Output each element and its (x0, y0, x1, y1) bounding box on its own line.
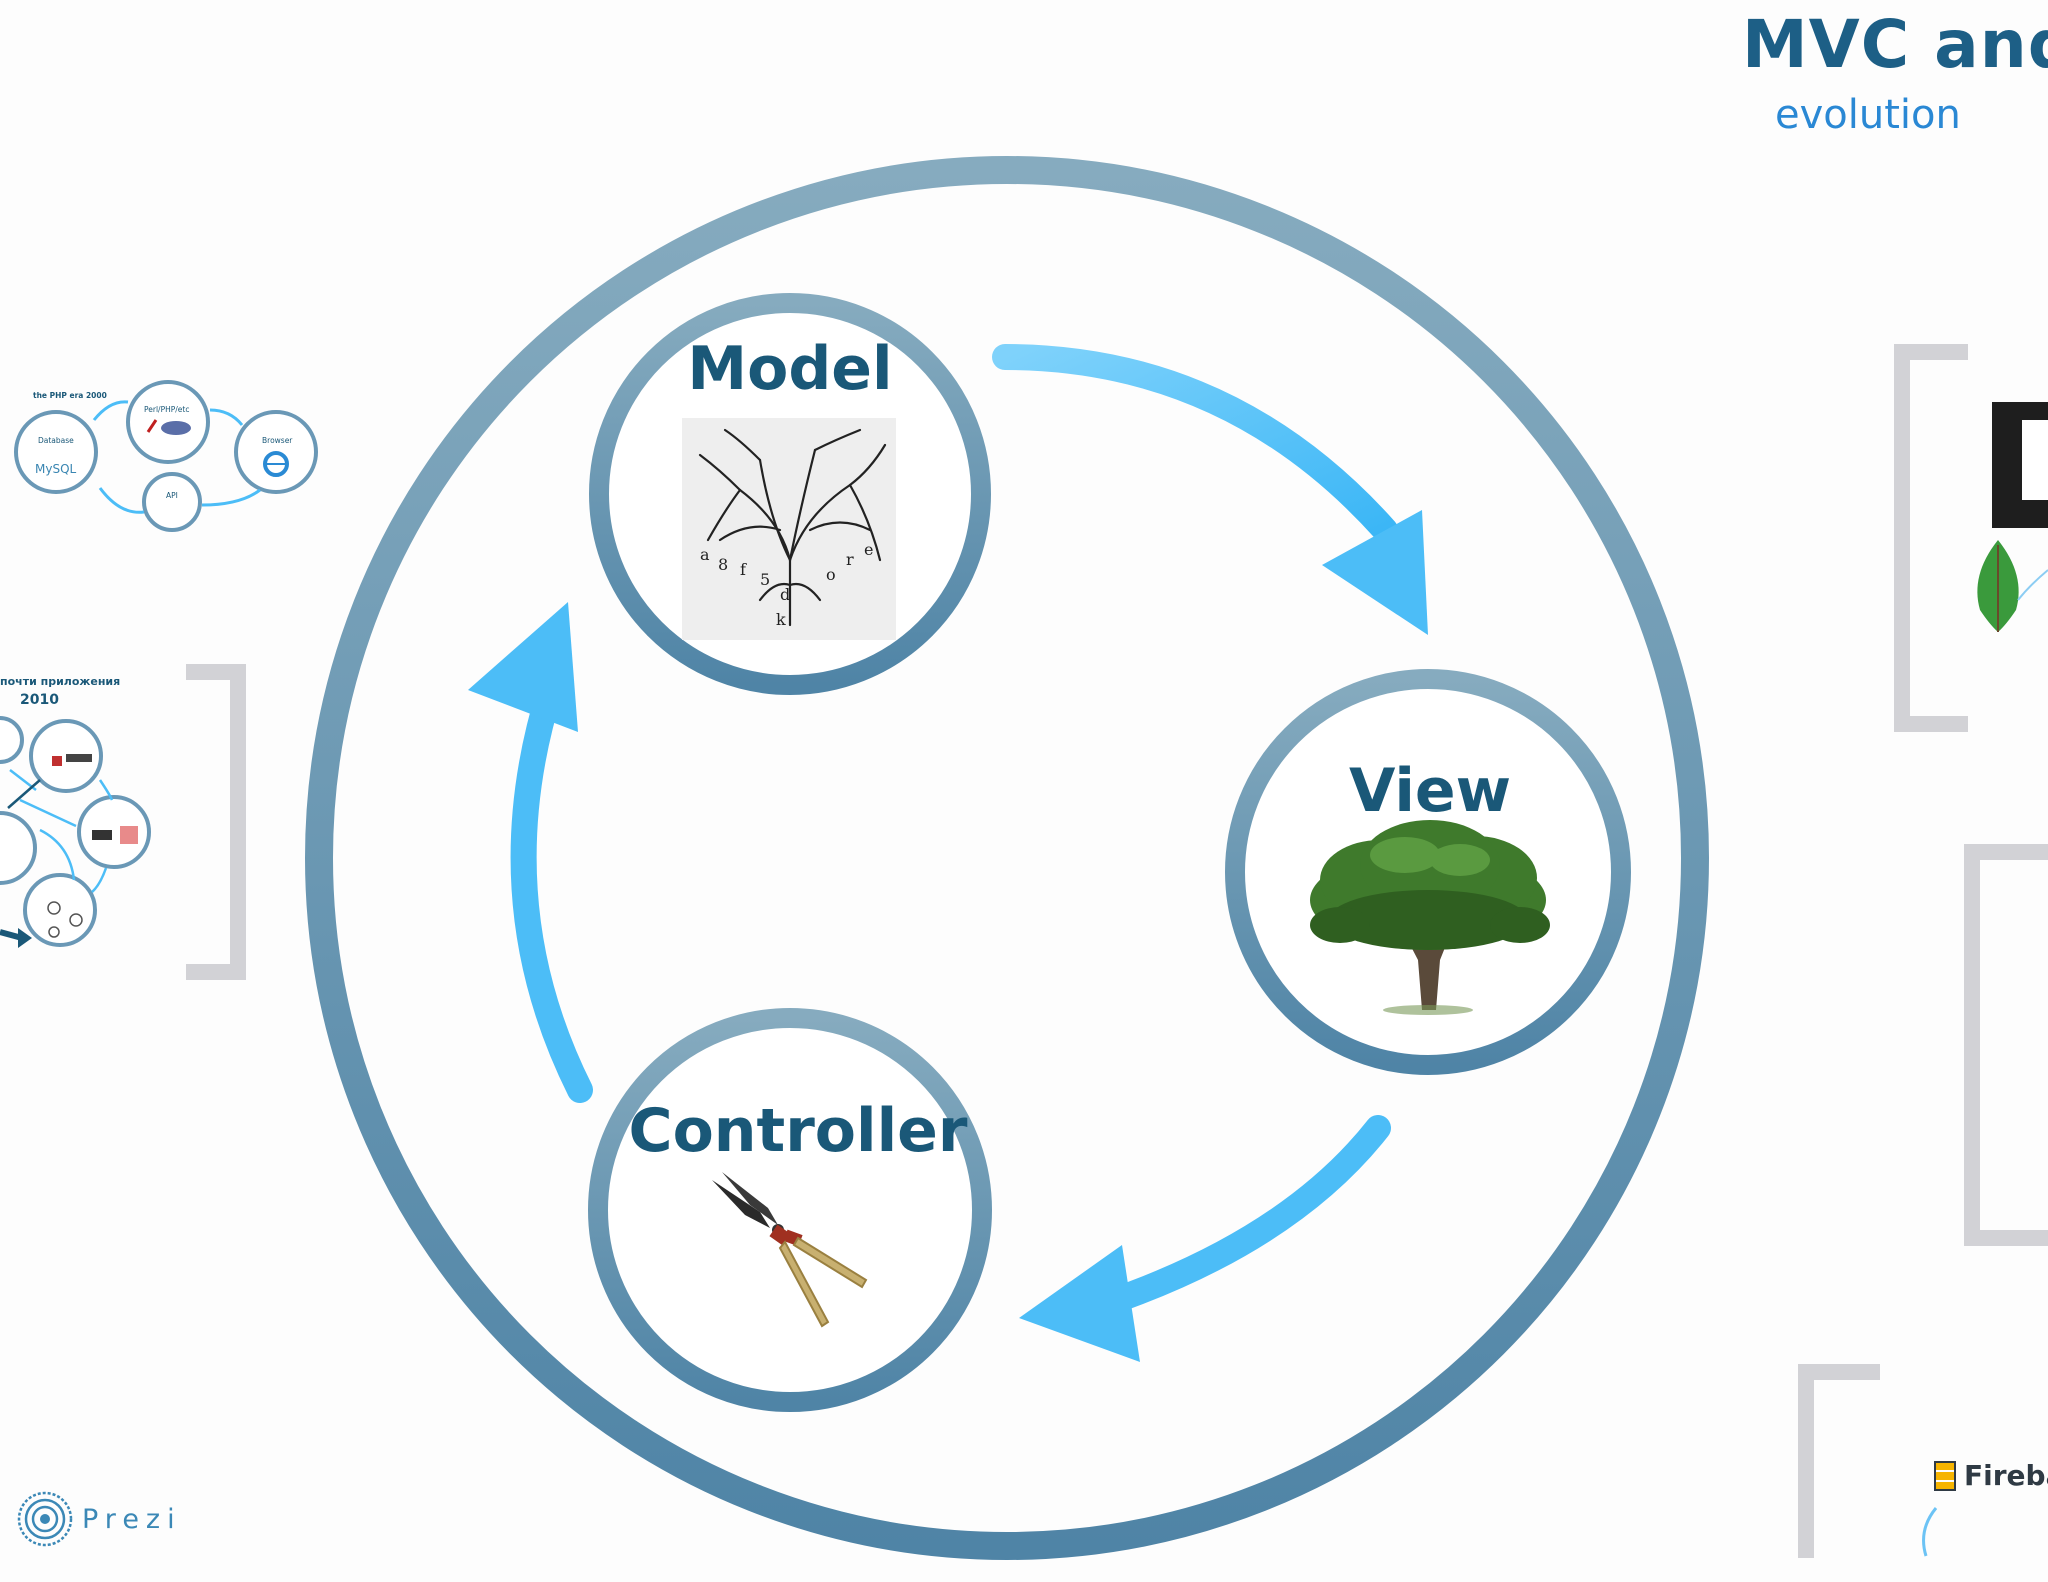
svg-text:e: e (864, 540, 873, 559)
controller-label: Controller (628, 1096, 968, 1166)
thumb-database-label: Database (38, 436, 74, 445)
pruning-shears-image (712, 1172, 868, 1328)
presentation-title: MVC and t (1742, 6, 2048, 83)
bracket-right-top (1894, 344, 1968, 732)
svg-text:8: 8 (718, 555, 728, 574)
thumb-2000-title: the PHP era 2000 (33, 391, 107, 400)
presentation-subtitle: evolution (1775, 92, 1961, 138)
prezi-label: Prezi (82, 1503, 182, 1535)
thumb-2010-year: 2010 (20, 692, 59, 708)
svg-text:d: d (780, 585, 790, 604)
prezi-logo[interactable]: Prezi (16, 1490, 182, 1548)
outer-ring (305, 156, 1709, 1560)
svg-text:r: r (846, 550, 854, 569)
thumbnail-2010[interactable] (0, 716, 151, 948)
thumb-mysql-label: MySQL (35, 462, 77, 476)
svg-text:a: a (700, 545, 710, 564)
arrow-model-to-view (992, 344, 1428, 635)
thumbnail-2010-text: почти приложения 2010 (0, 675, 120, 708)
firebase-label: Fireba (1964, 1459, 2048, 1492)
thumbnail-2000-text: the PHP era 2000 Database MySQL Perl/PHP… (33, 391, 293, 500)
book-thumb (1992, 402, 2048, 528)
bracket-right-middle (1964, 844, 2048, 1246)
svg-text:o: o (826, 565, 836, 584)
firebase-logo-icon (1934, 1460, 1956, 1491)
firebase-logo: Fireba (1932, 1459, 2048, 1492)
bracket-left-middle (186, 664, 246, 980)
svg-text:k: k (776, 610, 786, 629)
controller-circle (588, 1008, 992, 1412)
thumb-api-label: API (166, 491, 178, 500)
prezi-logo-icon (17, 1491, 73, 1547)
mongodb-leaf-icon (1977, 540, 2048, 632)
arrow-controller-to-model (468, 602, 593, 1103)
tree-sketch-image: a 8 f 5 d o r e k (682, 418, 896, 640)
thumb-server-label: Perl/PHP/etc (144, 405, 189, 414)
arrow-view-to-controller (1019, 1115, 1391, 1362)
tree-image (1310, 820, 1550, 1015)
svg-text:f: f (740, 560, 747, 579)
thumb-browser-label: Browser (262, 436, 293, 445)
svg-text:5: 5 (760, 570, 770, 589)
bracket-right-bottom (1798, 1364, 1938, 1558)
model-label: Model (687, 334, 893, 404)
thumb-2010-title: почти приложения (0, 675, 120, 688)
view-label: View (1348, 756, 1512, 826)
thumbnail-2000[interactable] (14, 380, 318, 532)
